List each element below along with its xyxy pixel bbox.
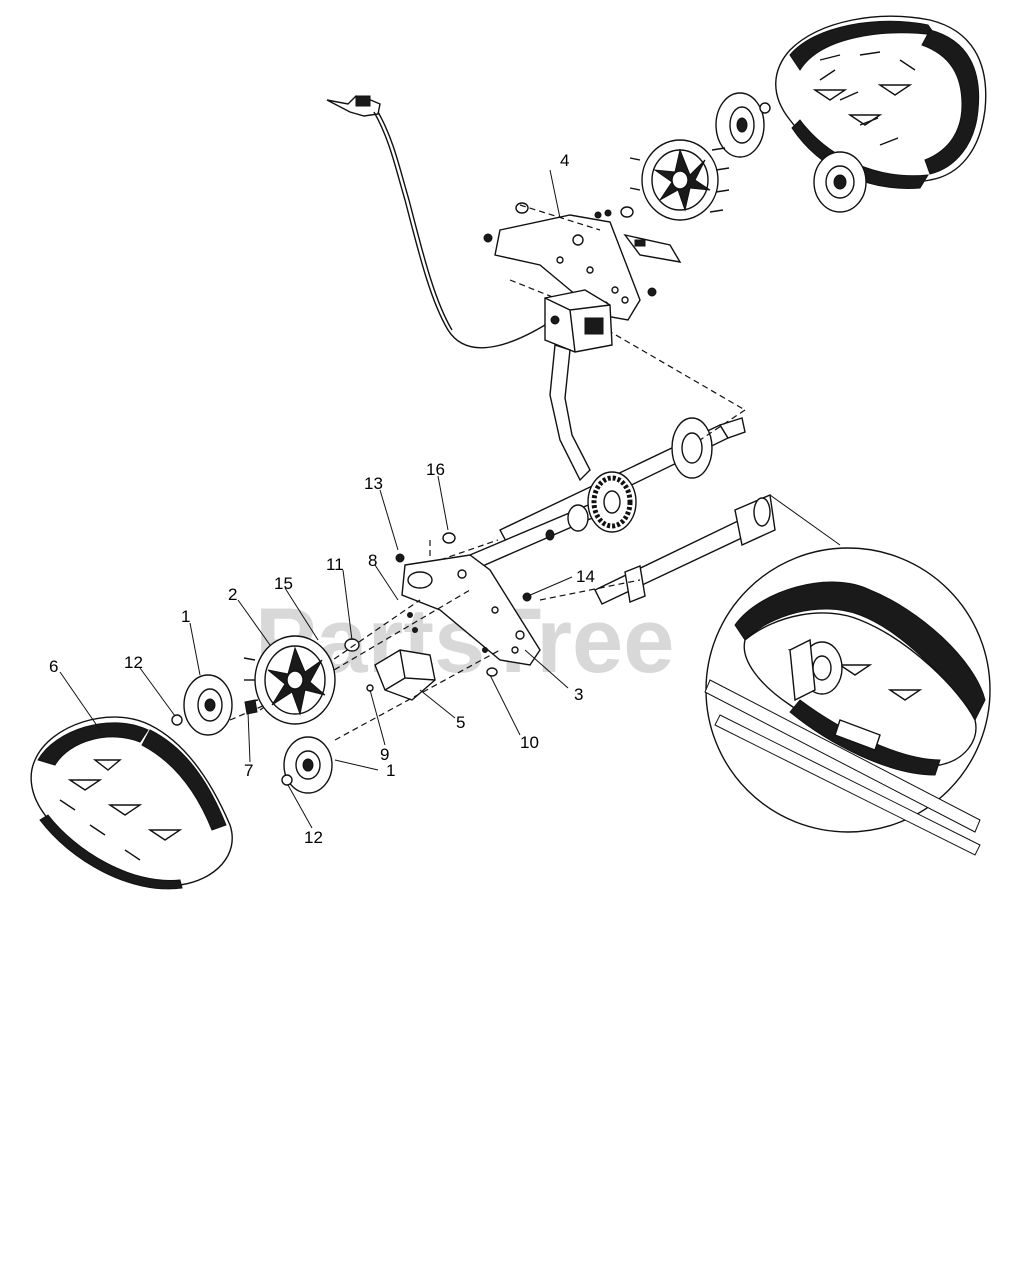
assembly-line-center <box>429 409 746 561</box>
lower-sprocket[interactable] <box>243 635 336 725</box>
assembly-line-lower <box>229 579 641 741</box>
drive-gear[interactable] <box>587 471 637 533</box>
upper-small-bracket[interactable] <box>623 233 682 263</box>
callout-11: 11 <box>326 555 344 574</box>
lower-wheel-upper[interactable] <box>183 674 233 736</box>
callout-10: 10 <box>520 733 539 752</box>
callout-2: 2 <box>228 585 237 604</box>
callout-13: 13 <box>364 474 383 493</box>
upper-hardware[interactable] <box>483 202 657 297</box>
right-axle-tube[interactable] <box>594 493 776 605</box>
upper-nut[interactable] <box>759 102 771 114</box>
lower-wheel-lower[interactable] <box>283 736 333 794</box>
callout-5: 5 <box>456 713 465 732</box>
callout-4: 4 <box>560 151 569 170</box>
callout-1a: 1 <box>181 607 190 626</box>
inset-leader <box>769 494 841 546</box>
leader-lines <box>59 169 573 829</box>
upper-wheel-small[interactable] <box>813 151 867 213</box>
callout-12b: 12 <box>304 828 323 847</box>
callout-15: 15 <box>274 574 293 593</box>
lower-hardware[interactable] <box>344 532 532 692</box>
lower-track-belt[interactable] <box>30 716 233 890</box>
upper-track-belt[interactable] <box>775 15 987 189</box>
callout-3: 3 <box>574 685 583 704</box>
callout-1b: 1 <box>386 761 395 780</box>
callout-14: 14 <box>576 567 595 586</box>
control-cable-assembly[interactable] <box>326 95 546 349</box>
lower-spacer[interactable] <box>244 699 258 715</box>
callout-labels: 1 1 2 3 4 5 6 7 8 9 10 11 12 12 13 14 15… <box>49 151 595 847</box>
upper-sprocket[interactable] <box>629 139 730 221</box>
shaft-collar[interactable] <box>545 504 589 541</box>
gearbox[interactable] <box>544 289 613 482</box>
lower-mounting-plate[interactable] <box>401 554 541 666</box>
callout-6: 6 <box>49 657 58 676</box>
callout-7: 7 <box>244 761 253 780</box>
lower-nuts[interactable] <box>171 714 293 786</box>
callout-12a: 12 <box>124 653 143 672</box>
lower-small-bracket[interactable] <box>374 649 436 701</box>
upper-wheel-large[interactable] <box>715 92 765 158</box>
inset-detail-circle <box>704 494 991 856</box>
callout-16: 16 <box>426 460 445 479</box>
callout-8: 8 <box>368 551 377 570</box>
callout-9: 9 <box>380 745 389 764</box>
